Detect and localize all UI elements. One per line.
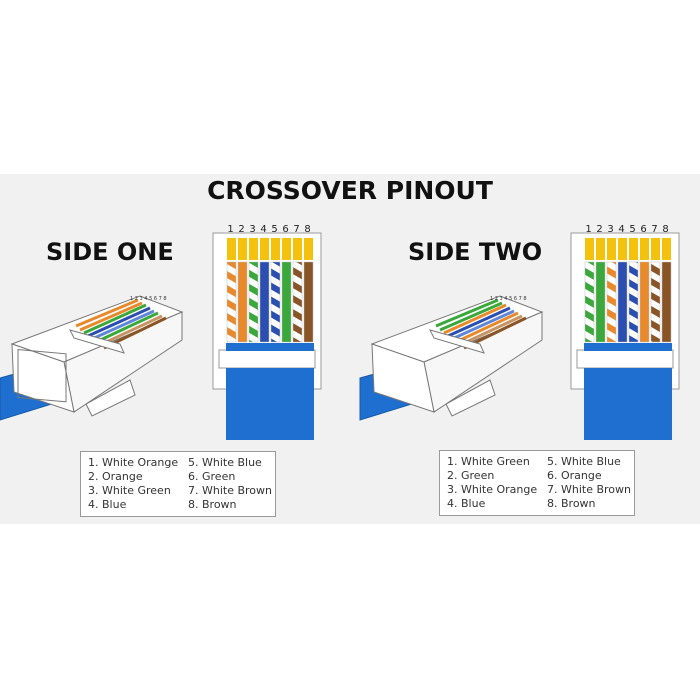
- pin-number: 2: [238, 224, 245, 235]
- side-two-legend: 1. White Green 2. Green 3. White Orange …: [439, 450, 635, 516]
- pin-number: 8: [662, 224, 669, 235]
- side-two-plug-icon: 1 2 3 4 5 6 7 8: [359, 295, 544, 421]
- svg-text:1 2 3 4 5 6 7 8: 1 2 3 4 5 6 7 8: [490, 296, 527, 302]
- wire-8: [661, 261, 672, 343]
- side-two-title: SIDE TWO: [408, 238, 543, 266]
- wire-6: [639, 261, 650, 343]
- wire-3: [606, 261, 617, 343]
- legend-item: 8. Brown: [547, 497, 596, 510]
- legend-item: 7. White Brown: [547, 483, 631, 496]
- gold-contact-pin: [629, 238, 638, 260]
- pin-number: 8: [304, 224, 311, 235]
- wire-7: [650, 261, 661, 343]
- pin-number: 7: [293, 224, 300, 235]
- legend-item: 4. Blue: [88, 498, 127, 511]
- pin-number: 3: [607, 224, 614, 235]
- pin-number: 3: [249, 224, 256, 235]
- gold-contact-pin: [304, 238, 313, 260]
- legend-item: 2. Orange: [88, 470, 143, 483]
- legend-item: 5. White Blue: [547, 455, 621, 468]
- gold-contact-pin: [293, 238, 302, 260]
- legend-item: 4. Blue: [447, 497, 486, 510]
- pin-number: 5: [271, 224, 278, 235]
- legend-item: 7. White Brown: [188, 484, 272, 497]
- legend-item: 6. Green: [188, 470, 236, 483]
- pin-number: 6: [282, 224, 289, 235]
- wire-1: [584, 261, 595, 343]
- wire-4: [259, 261, 270, 343]
- side-two-front-connector: [570, 232, 680, 440]
- legend-item: 1. White Green: [447, 455, 530, 468]
- wire-5: [270, 261, 281, 343]
- svg-text:1 2 3 4 5 6 7 8: 1 2 3 4 5 6 7 8: [130, 296, 167, 302]
- pin-number: 1: [585, 224, 592, 235]
- gold-contact-pin: [607, 238, 616, 260]
- legend-item: 6. Orange: [547, 469, 602, 482]
- side-one-legend: 1. White Orange 2. Orange 3. White Green…: [80, 451, 276, 517]
- wire-7: [292, 261, 303, 343]
- pin-number: 2: [596, 224, 603, 235]
- legend-item: 8. Brown: [188, 498, 237, 511]
- pin-number: 6: [640, 224, 647, 235]
- wire-8: [303, 261, 314, 343]
- side-one-plug-icon: 1 2 3 4 5 6 7 8: [0, 295, 184, 421]
- gold-contact-pin: [651, 238, 660, 260]
- gold-contact-pin: [662, 238, 671, 260]
- pin-number: 7: [651, 224, 658, 235]
- pin-number: 4: [260, 224, 267, 235]
- wire-6: [281, 261, 292, 343]
- gold-contact-pin: [596, 238, 605, 260]
- legend-item: 3. White Orange: [447, 483, 538, 496]
- gold-contact-pin: [585, 238, 594, 260]
- gold-contact-pin: [249, 238, 258, 260]
- gold-contact-pin: [282, 238, 291, 260]
- side-one-title: SIDE ONE: [46, 238, 174, 266]
- wire-4: [617, 261, 628, 343]
- wire-1: [226, 261, 237, 343]
- gold-contact-pin: [640, 238, 649, 260]
- legend-item: 1. White Orange: [88, 456, 179, 469]
- legend-item: 5. White Blue: [188, 456, 262, 469]
- pin-number: 1: [227, 224, 234, 235]
- diagram-title: CROSSOVER PINOUT: [207, 176, 493, 205]
- gold-contact-pin: [618, 238, 627, 260]
- wire-2: [595, 261, 606, 343]
- wire-3: [248, 261, 259, 343]
- gold-contact-pin: [238, 238, 247, 260]
- side-one-front-connector: [212, 232, 322, 440]
- gold-contact-pin: [227, 238, 236, 260]
- pin-number: 5: [629, 224, 636, 235]
- wire-5: [628, 261, 639, 343]
- wire-2: [237, 261, 248, 343]
- gold-contact-pin: [260, 238, 269, 260]
- legend-item: 2. Green: [447, 469, 495, 482]
- pin-number: 4: [618, 224, 625, 235]
- gold-contact-pin: [271, 238, 280, 260]
- legend-item: 3. White Green: [88, 484, 171, 497]
